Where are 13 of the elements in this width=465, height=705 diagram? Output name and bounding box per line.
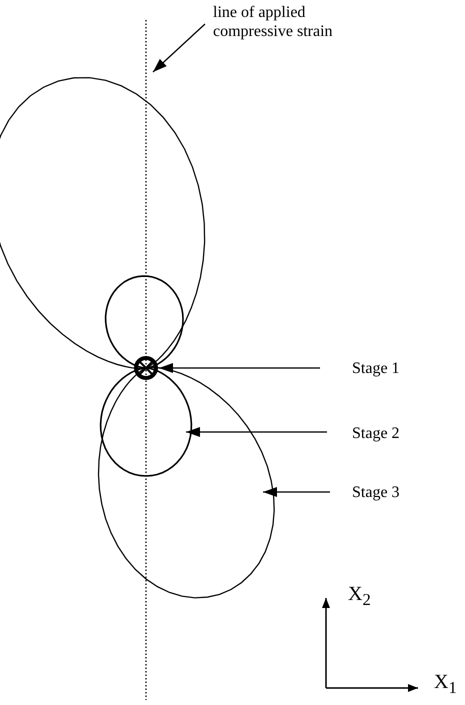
axis-label: X$_{2}$ — [348, 585, 371, 609]
stage-curve — [0, 77, 275, 598]
leader-arrow — [159, 363, 320, 373]
stage-curve — [134, 356, 158, 380]
stage-label: Stage 1 — [352, 359, 432, 378]
leader-arrow — [186, 427, 327, 437]
stage-label: Stage 2 — [352, 424, 432, 443]
leader-arrow — [263, 487, 330, 497]
axis-label: X$_{1}$ — [434, 673, 457, 697]
leader-arrow — [152, 24, 206, 72]
strain-line — [145, 20, 147, 700]
callout-text: line of applied compressive strain — [213, 3, 363, 41]
stage-label: Stage 3 — [352, 483, 432, 502]
